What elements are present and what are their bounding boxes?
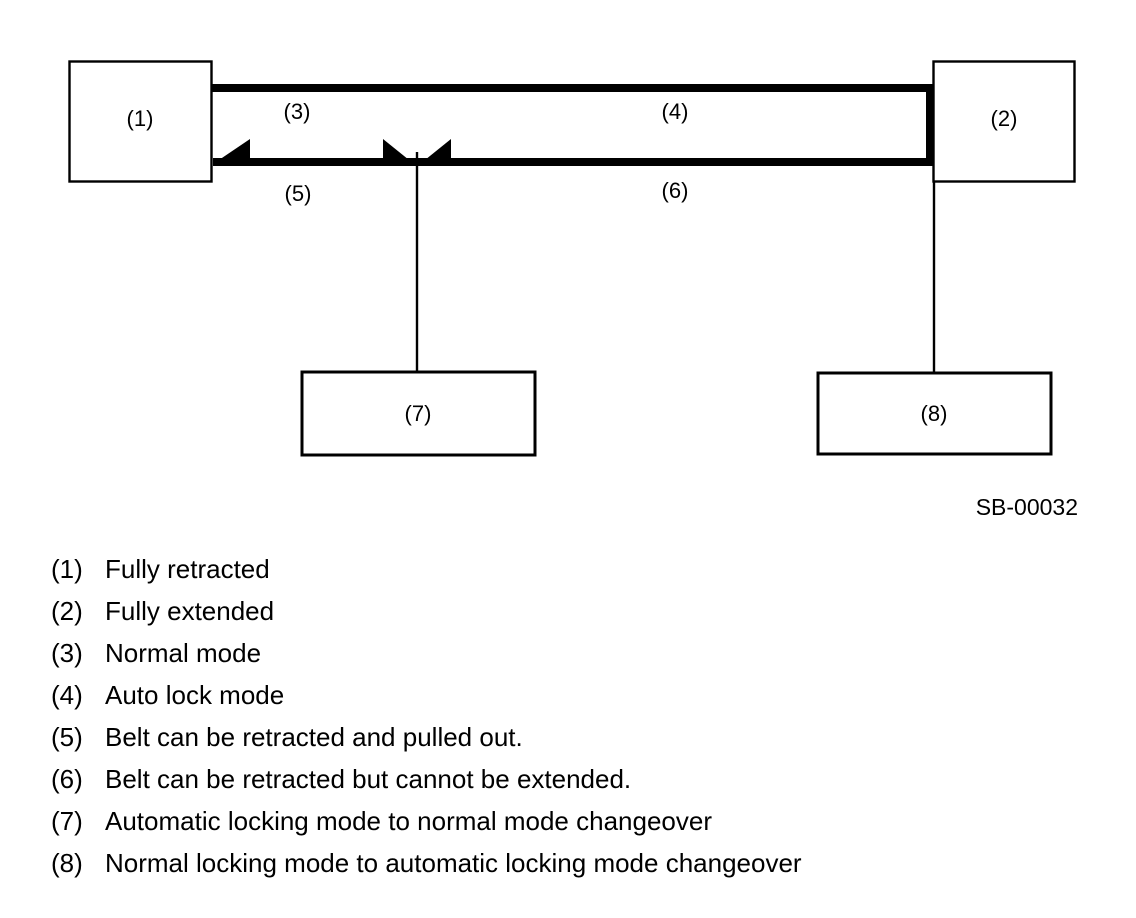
legend-item-number: (6) — [51, 764, 83, 794]
legend-item-text: Automatic locking mode to normal mode ch… — [105, 806, 712, 836]
box-fully-extended — [932, 60, 1076, 183]
label-belt-retract-no-extend: (6) — [662, 178, 689, 203]
legend-item: (8) Normal locking mode to automatic loc… — [51, 842, 802, 884]
legend-item-number: (7) — [51, 806, 83, 836]
legend-item-text: Auto lock mode — [105, 680, 285, 710]
arrowhead-junction-right-icon — [383, 139, 414, 164]
legend-item: (7) Automatic locking mode to normal mod… — [51, 800, 802, 842]
arrowhead-junction-left-icon — [420, 139, 451, 164]
legend-item-text: Belt can be retracted and pulled out. — [105, 722, 523, 752]
label-box-8: (8) — [921, 401, 948, 426]
belt-retractor-mode-diagram: (1) (2) (3) (4) (5) (6) (7) (8) SB-00032 — [68, 60, 1078, 520]
legend-item: (6) Belt can be retracted but cannot be … — [51, 758, 802, 800]
legend-item-number: (1) — [51, 554, 83, 584]
label-auto-lock-mode: (4) — [662, 99, 689, 124]
label-box-1: (1) — [127, 106, 154, 131]
figure-id: SB-00032 — [976, 494, 1078, 520]
legend-item: (2) Fully extended — [51, 590, 802, 632]
legend-list: (1) Fully retracted (2) Fully extended (… — [51, 548, 802, 884]
legend-item-number: (5) — [51, 722, 83, 752]
top-mode-bar — [212, 84, 933, 92]
right-connector-bar — [926, 84, 933, 166]
bottom-mode-bar — [213, 158, 933, 166]
label-belt-retract-pullout: (5) — [285, 181, 312, 206]
label-box-7: (7) — [405, 401, 432, 426]
legend-item: (4) Auto lock mode — [51, 674, 802, 716]
legend-item-number: (3) — [51, 638, 83, 668]
box-fully-retracted — [68, 60, 213, 183]
box-auto-to-normal-changeover — [300, 370, 537, 457]
arrowhead-left-icon — [213, 139, 250, 164]
legend-item-text: Belt can be retracted but cannot be exte… — [105, 764, 632, 794]
box-normal-to-auto-changeover — [816, 371, 1053, 456]
legend-item: (3) Normal mode — [51, 632, 802, 674]
legend-item-text: Normal mode — [105, 638, 262, 668]
legend-item-text: Fully retracted — [105, 554, 270, 584]
legend-item-text: Normal locking mode to automatic locking… — [105, 848, 802, 878]
legend-item-number: (8) — [51, 848, 83, 878]
legend-item-number: (2) — [51, 596, 83, 626]
label-normal-mode: (3) — [284, 99, 311, 124]
legend-item: (5) Belt can be retracted and pulled out… — [51, 716, 802, 758]
legend-item-text: Fully extended — [105, 596, 275, 626]
label-box-2: (2) — [991, 106, 1018, 131]
legend-item: (1) Fully retracted — [51, 548, 802, 590]
legend-item-number: (4) — [51, 680, 83, 710]
